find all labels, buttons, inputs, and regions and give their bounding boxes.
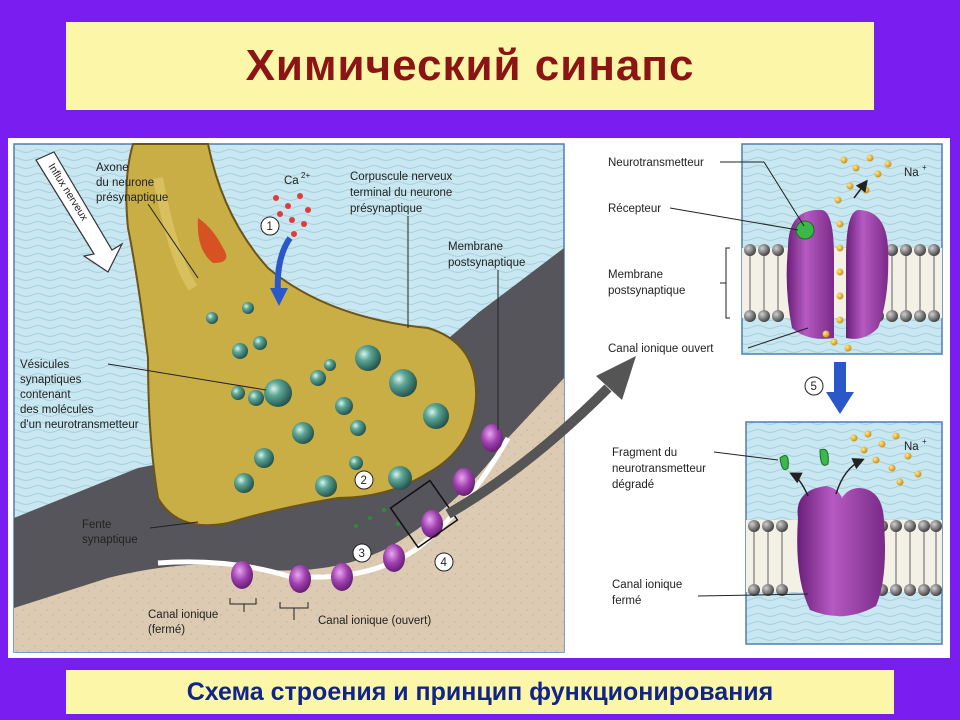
vesicle [248, 390, 264, 406]
step-2: 2 [361, 475, 367, 487]
page-title: Химический синапс [245, 41, 695, 90]
vesicle [310, 370, 326, 386]
vesicle [232, 343, 248, 359]
ion-channel [481, 424, 503, 452]
sodium-ions-bottom [850, 430, 922, 486]
ion-channel [421, 510, 443, 538]
corpuscle-label-1: Corpuscule nerveux [350, 171, 453, 183]
open-channel-large [786, 209, 834, 339]
step-4: 4 [441, 557, 448, 569]
zoom-arrow [445, 384, 612, 519]
fragment-label-1: Fragment du [612, 447, 677, 459]
membrane-label-right-2: postsynaptique [608, 285, 685, 297]
corpuscle-label-2: terminal du neurone [350, 187, 452, 199]
calcium-ions: Ca 2+ [267, 171, 311, 237]
tissue-region [14, 378, 564, 652]
right-bottom-labels: Fragment du neurotransmetteur dégradé Ca… [612, 447, 809, 607]
sodium-label-bottom: Na [904, 441, 919, 453]
membrane-label-2: postsynaptique [448, 257, 525, 269]
calcium-arrow [274, 236, 293, 294]
vesicle [292, 422, 314, 444]
neurotransmitter-bound [795, 220, 815, 240]
vesicles-label-2: synaptiques [20, 374, 82, 386]
ion-channel-closed [289, 565, 311, 593]
fragment-label-2: neurotransmetteur [612, 463, 706, 475]
closed-channel-label-2: (fermé) [148, 624, 185, 636]
sodium-ions [822, 154, 892, 352]
ion-channel [331, 563, 353, 591]
cleft-label-1: Fente [82, 519, 111, 531]
vesicle [388, 466, 412, 490]
vesicle [315, 475, 337, 497]
membrane-label-1: Membrane [448, 241, 503, 253]
step-1: 1 [267, 221, 273, 233]
closed-channel-right-2: fermé [612, 595, 641, 607]
sodium-label-top: Na [904, 167, 919, 179]
vesicle [324, 359, 336, 371]
vesicle [253, 336, 267, 350]
subtitle-box: Схема строения и принцип функционировани… [66, 670, 894, 714]
axon-label-1: Axone [96, 162, 129, 174]
vesicle [231, 386, 245, 400]
vesicles-label-4: des molécules [20, 404, 94, 416]
vesicle [355, 345, 381, 371]
vesicle [350, 420, 366, 436]
vesicle [242, 302, 254, 314]
calcium-charge: 2+ [301, 171, 310, 180]
axon-label-2: du neurone [96, 177, 154, 189]
step-markers: 1 2 3 4 [260, 216, 454, 572]
ion-channel-closed [231, 561, 253, 589]
vesicle [335, 397, 353, 415]
vesicle [389, 369, 417, 397]
vesicle [234, 473, 254, 493]
neurotransmitter-fragment [819, 448, 829, 466]
vesicle [423, 403, 449, 429]
right-top-panel: Na + [741, 143, 943, 355]
cleft-label-2: synaptique [82, 534, 138, 546]
calcium-label: Ca [284, 175, 299, 187]
vesicle [254, 448, 274, 468]
fragment-label-3: dégradé [612, 479, 654, 491]
vesicle [206, 312, 218, 324]
step-5-arrow: 5 [804, 362, 854, 414]
vesicles-label-3: contenant [20, 389, 71, 401]
zoom-box [389, 479, 459, 549]
open-channel-label: Canal ionique (ouvert) [318, 615, 431, 627]
membrane-label-right-1: Membrane [608, 269, 663, 281]
sodium-charge-bottom: + [922, 437, 927, 446]
vesicle [349, 456, 363, 470]
left-panel: Influx nerveux Ca 2+ [13, 143, 636, 653]
ion-channel [453, 468, 475, 496]
vesicles-label-1: Vésicules [20, 359, 69, 371]
ion-channel [383, 544, 405, 572]
vesicles-label-5: d'un neurotransmetteur [20, 419, 139, 431]
neurotransmitter-fragment [779, 455, 789, 471]
right-bottom-panel: Na + [745, 421, 943, 645]
receptor-label: Récepteur [608, 203, 661, 215]
step-5: 5 [811, 381, 817, 393]
sodium-charge-top: + [922, 163, 927, 172]
subtitle: Схема строения и принцип функционировани… [186, 677, 774, 706]
ion-channels [231, 424, 503, 593]
axon-label-3: présynaptique [96, 192, 168, 204]
closed-channel-right-1: Canal ionique [612, 579, 682, 591]
mitochondrion [197, 218, 227, 263]
closed-channel-label-1: Canal ionique [148, 609, 218, 621]
closed-channel-large [797, 486, 885, 617]
open-channel-label-right: Canal ionique ouvert [608, 343, 714, 355]
corpuscle-label-3: présynaptique [350, 203, 422, 215]
synapse-diagram: Influx nerveux Ca 2+ [13, 143, 943, 653]
left-labels: Axone du neurone présynaptique Corpuscul… [20, 162, 525, 636]
step-3: 3 [359, 548, 365, 560]
vesicles [206, 302, 449, 497]
neurotransmitter-label: Neurotransmetteur [608, 157, 704, 169]
vesicle [264, 379, 292, 407]
title-box: Химический синапс [66, 22, 874, 110]
right-top-labels: Neurotransmetteur Récepteur Membrane pos… [608, 157, 809, 355]
synapse-figure: Influx nerveux Ca 2+ [8, 138, 950, 658]
